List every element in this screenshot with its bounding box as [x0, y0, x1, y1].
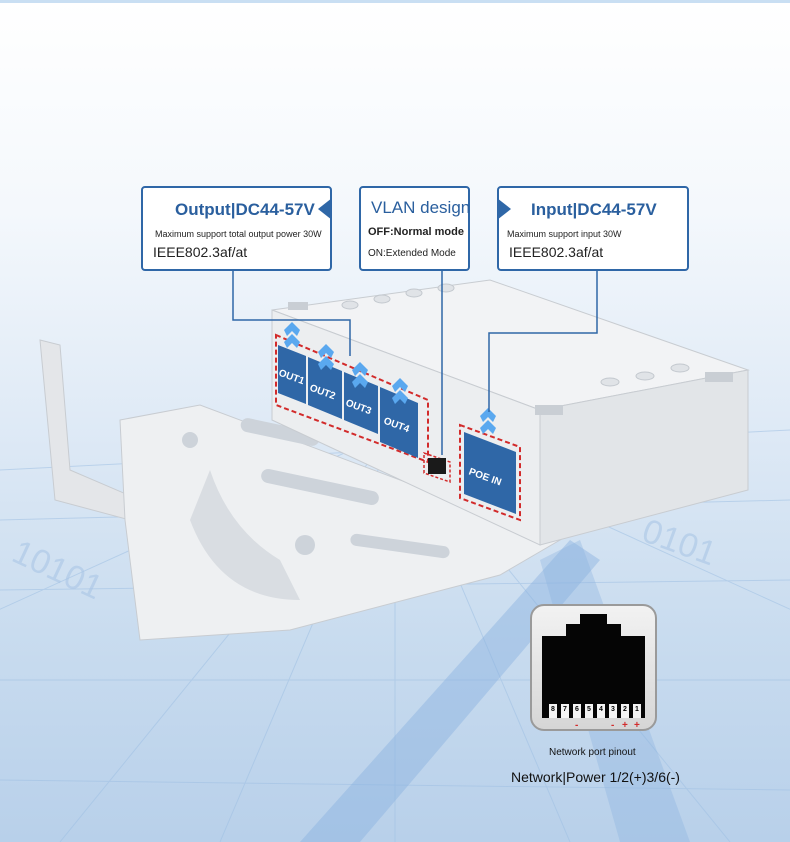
output-callout: Output|DC44-57V Maximum support total ou…: [141, 186, 332, 271]
port-out2: [308, 344, 342, 419]
port-out1: [278, 322, 306, 404]
output-title: Output|DC44-57V: [175, 200, 315, 219]
poe-in-port: [459, 408, 521, 522]
leader-lines: [232, 270, 598, 455]
vlan-on-line: ON:Extended Mode: [368, 248, 456, 259]
pin-number: 8: [551, 706, 555, 713]
rj45-pinout-diagram: - - + + 8 7 6 5 4 3 2 1: [530, 604, 657, 731]
svg-text:-: -: [611, 720, 614, 729]
pin-number: 6: [575, 706, 579, 713]
vlan-title: VLAN design: [371, 198, 471, 217]
svg-text:+: +: [634, 720, 640, 729]
pinout-description: Network|Power 1/2(+)3/6(-): [511, 769, 680, 785]
rj45-jack-icon: - - + +: [542, 614, 645, 729]
pin-number: 7: [563, 706, 567, 713]
port-out4: [380, 378, 418, 458]
input-subtitle: Maximum support input 30W: [507, 229, 622, 239]
pin-number: 1: [635, 706, 639, 713]
svg-text:-: -: [575, 720, 578, 729]
pin-number: 3: [611, 706, 615, 713]
pin-number: 2: [623, 706, 627, 713]
input-title: Input|DC44-57V: [531, 200, 657, 219]
bg-digits-right: 0101: [637, 512, 721, 574]
svg-text:+: +: [622, 720, 628, 729]
port-out3: [344, 362, 378, 434]
callout-ribbon: [318, 198, 332, 220]
input-callout: Input|DC44-57V Maximum support input 30W…: [497, 186, 689, 271]
light-beam-left: [300, 540, 600, 842]
output-ports-group: [275, 322, 429, 464]
output-subtitle: Maximum support total output power 30W: [155, 229, 322, 239]
input-standard: IEEE802.3af/at: [509, 244, 604, 260]
callout-ribbon: [497, 198, 511, 220]
vlan-off-line: OFF:Normal mode: [368, 226, 464, 238]
pinout-caption: Network port pinout: [549, 747, 636, 758]
top-border: [0, 0, 790, 3]
vlan-callout: VLAN design OFF:Normal mode ON:Extended …: [359, 186, 470, 271]
bg-digits-left: 10101: [7, 533, 109, 607]
mounting-bracket: [39, 339, 562, 641]
pin-number: 4: [599, 706, 603, 713]
output-standard: IEEE802.3af/at: [153, 244, 248, 260]
pin-number: 5: [587, 706, 591, 713]
vlan-switch: [423, 451, 451, 484]
